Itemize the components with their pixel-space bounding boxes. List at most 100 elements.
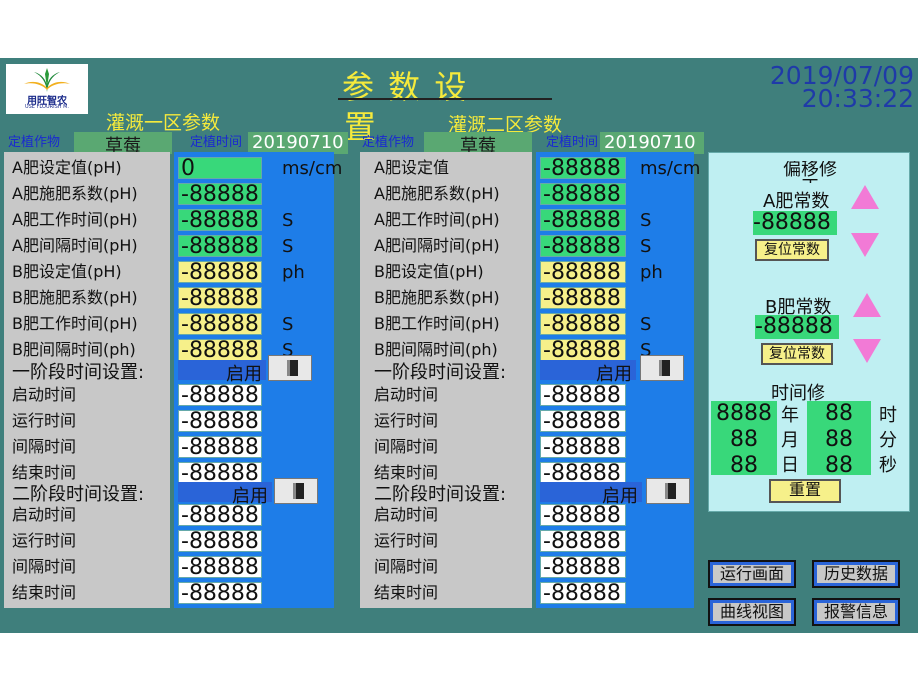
time-reset-button[interactable]: 重置 [769,479,841,503]
zone1-param-value[interactable]: -88888 [178,287,262,309]
zone1-param-value[interactable]: -88888 [178,235,262,257]
zone1-stage1-value[interactable]: -88888 [178,384,262,406]
zone2-param-unit: S [640,236,652,257]
zone2-title: 灌溉二区参数 [448,114,563,136]
zone2-param-value[interactable]: -88888 [540,261,626,283]
nav-curve-button[interactable]: 曲线视图 [708,598,796,626]
zone2-stage1-value[interactable]: -88888 [540,462,626,484]
nav-history-button[interactable]: 历史数据 [812,560,900,588]
zone2-stage1-label: 间隔时间 [374,437,439,456]
zone1-stage2-label: 间隔时间 [12,557,77,576]
zone2-param-label: B肥设定值(pH) [374,262,484,281]
hour-label: 时 [879,405,897,426]
zone1-stage1-value[interactable]: -88888 [178,462,262,484]
zone1-param-value[interactable]: -88888 [178,183,262,205]
zone1-stage2-value[interactable]: -88888 [178,556,262,578]
zone2-param-value[interactable]: -88888 [540,209,626,231]
zone2-param-value[interactable]: -88888 [540,157,626,179]
zone2-stage2-value[interactable]: -88888 [540,556,626,578]
zone2-crop-label: 定植作物 [362,135,415,150]
minute-value[interactable]: 88 [825,427,853,452]
zone2-stage1-enable[interactable]: 启用 [540,360,636,385]
zone2-param-label: B肥工作时间(pH) [374,314,500,333]
b-constant-value[interactable]: -88888 [755,315,839,339]
zone2-stage2-label: 间隔时间 [374,557,439,576]
zone1-stage2-label: 运行时间 [12,531,77,550]
b-increase-arrow-icon[interactable] [853,293,881,317]
a-decrease-arrow-icon[interactable] [851,233,879,257]
year-value[interactable]: 8888 [716,401,772,426]
zone1-stage2-value[interactable]: -88888 [178,582,262,604]
zone2-crop-value[interactable]: 草莓 [424,132,532,157]
zone2-stage1-value[interactable]: -88888 [540,410,626,432]
hmi-screen: 用旺智农 USE FLOURISH M. 参 数 设 置 2019/07/09 … [0,58,918,633]
toggle-knob-icon [293,483,304,499]
zone2-stage2-value[interactable]: -88888 [540,530,626,552]
zone1-param-value[interactable]: -88888 [178,261,262,283]
zone2-stage2-enable[interactable]: 启用 [540,482,642,507]
zone2-param-value[interactable]: -88888 [540,339,626,361]
zone1-stage2-enable[interactable]: 启用 [178,482,272,507]
zone2-stage1-value[interactable]: -88888 [540,384,626,406]
b-decrease-arrow-icon[interactable] [853,339,881,363]
nav-alarm-button[interactable]: 报警信息 [812,598,900,626]
zone1-param-value[interactable]: -88888 [178,209,262,231]
zone1-param-value[interactable]: -88888 [178,339,262,361]
zone2-stage1-label: 结束时间 [374,463,439,482]
logo: 用旺智农 USE FLOURISH M. [6,64,88,114]
zone1-param-unit: S [282,340,294,361]
zone1-param-label: B肥工作时间(pH) [12,314,138,333]
zone1-stage2-title: 二阶段时间设置: [12,484,145,505]
toggle-knob-icon [287,360,298,376]
zone2-stage2-value[interactable]: -88888 [540,582,626,604]
zone2-param-value[interactable]: -88888 [540,183,626,205]
a-constant-label: A肥常数 [763,191,830,212]
zone2-date-value[interactable]: 20190710 [600,132,704,154]
hour-value[interactable]: 88 [825,401,853,426]
nav-history-label: 历史数据 [817,565,895,583]
zone1-param-value[interactable]: -88888 [178,313,262,335]
zone2-param-value[interactable]: -88888 [540,235,626,257]
zone1-param-label: A肥设定值(pH) [12,158,122,177]
zone1-stage1-toggle[interactable] [268,355,312,381]
zone1-param-label: B肥设定值(pH) [12,262,122,281]
zone2-param-label: A肥工作时间(pH) [374,210,500,229]
hms-labels: 时 分 秒 [879,403,897,478]
zone2-stage1-toggle[interactable] [640,355,684,381]
a-increase-arrow-icon[interactable] [851,185,879,209]
zone2-param-label: A肥间隔时间(pH) [374,236,500,255]
a-constant-value[interactable]: -88888 [753,211,837,235]
zone2-stage2-toggle[interactable] [646,478,690,504]
zone1-stage1-label: 运行时间 [12,411,77,430]
zone1-stage1-value[interactable]: -88888 [178,410,262,432]
nav-run-screen-button[interactable]: 运行画面 [708,560,796,588]
zone2-param-unit: S [640,210,652,231]
zone2-stage2-value[interactable]: -88888 [540,504,626,526]
zone1-date-value[interactable]: 20190710 [248,132,348,154]
time-adjust-title: 时间修 [771,383,825,404]
zone1-param-label: A肥施肥系数(pH) [12,184,138,203]
nav-run-label: 运行画面 [713,565,791,583]
day-value[interactable]: 88 [730,453,758,478]
zone1-stage2-label: 启动时间 [12,505,77,524]
second-value[interactable]: 88 [825,453,853,478]
zone1-stage1-enable[interactable]: 启用 [178,360,266,385]
page-title: 参 数 设 [342,68,469,106]
zone1-crop-value[interactable]: 草莓 [74,132,172,157]
zone1-param-label: B肥施肥系数(pH) [12,288,138,307]
month-value[interactable]: 88 [730,427,758,452]
page-title-wrap: 置 [344,108,377,146]
a-reset-button[interactable]: 复位常数 [755,239,829,261]
zone1-stage2-toggle[interactable] [274,478,318,504]
zone2-stage1-value[interactable]: -88888 [540,436,626,458]
zone2-param-label: B肥施肥系数(pH) [374,288,500,307]
zone2-param-unit: ms/cm [640,158,701,179]
zone2-param-value[interactable]: -88888 [540,287,626,309]
zone1-param-value[interactable]: 0 [178,157,262,179]
zone1-stage1-value[interactable]: -88888 [178,436,262,458]
zone1-stage2-value[interactable]: -88888 [178,504,262,526]
zone1-stage2-value[interactable]: -88888 [178,530,262,552]
leaf-logo-icon [24,68,70,92]
b-reset-button[interactable]: 复位常数 [761,343,833,365]
zone2-param-value[interactable]: -88888 [540,313,626,335]
